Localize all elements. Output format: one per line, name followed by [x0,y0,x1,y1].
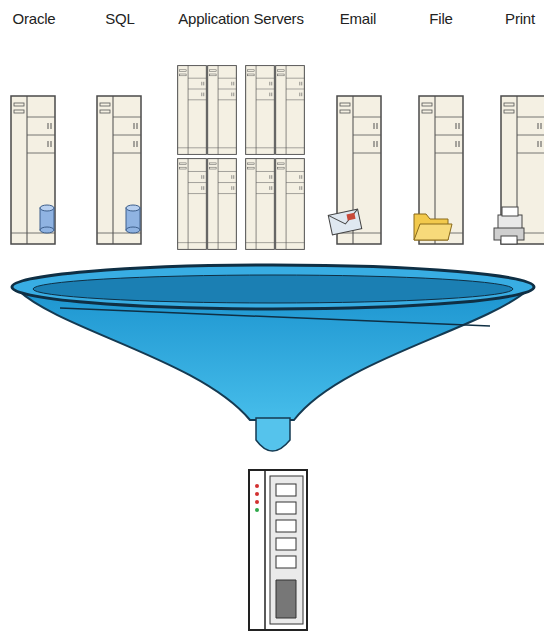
column-heading: Email [338,10,379,28]
column-heading: Oracle [11,10,58,28]
database-icon [126,205,140,233]
server-rack-group [178,66,305,250]
server-icon [97,96,141,244]
consolidated-server [249,470,307,630]
printer-icon [494,207,524,244]
folder-icon [414,214,452,240]
column-heading: SQL [103,10,137,28]
server-column: Oracle [11,10,58,28]
database-icon [40,205,54,233]
column-heading: Application Servers [176,10,306,28]
column-heading: Print [503,10,537,28]
server-column: SQL [103,10,137,28]
server-column: Email [338,10,379,28]
server-icon [11,96,55,244]
column-heading: File [427,10,455,28]
server-column: Print [503,10,537,28]
funnel [12,265,534,451]
envelope-icon [328,209,362,235]
server-column: Application Servers [176,10,306,28]
server-column: File [427,10,455,28]
